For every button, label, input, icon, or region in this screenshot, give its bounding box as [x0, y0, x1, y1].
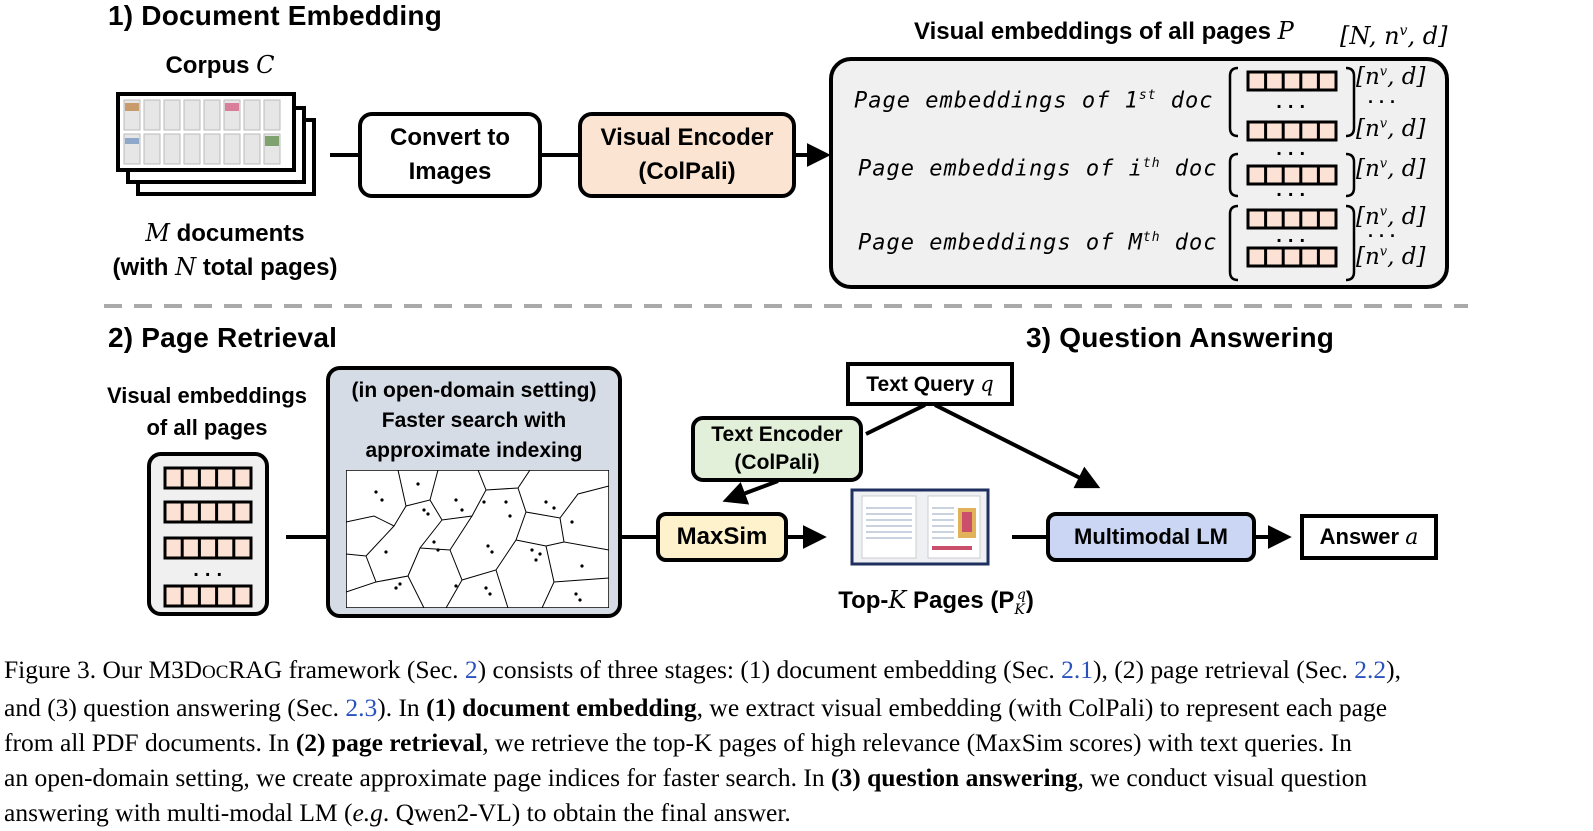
corpus-label: Corpus C	[165, 51, 275, 79]
embedding-vector	[163, 466, 253, 490]
embedding-vector	[1246, 164, 1338, 186]
embedding-vector	[163, 500, 253, 524]
documents-label: M documents	[145, 219, 305, 247]
section2-title: 2) Page Retrieval	[108, 322, 338, 353]
caption-line-5: answering with multi-modal LM (e.g. Qwen…	[4, 798, 791, 827]
embedding-vector	[163, 584, 253, 608]
svg-text:· · ·: · · ·	[1276, 97, 1305, 116]
page-embeddings-row-m-label: Page embeddings of Mth doc	[858, 230, 1218, 256]
top-k-pages-label: Top-K Pages (PKq)	[838, 586, 1034, 618]
text-encoder-box: Text Encoder(ColPali)	[691, 416, 863, 482]
caption-line-1: Figure 3. Our M3DOCRAG framework (Sec. 2…	[4, 655, 1402, 684]
multimodal-lm-box: Multimodal LM	[1046, 512, 1256, 562]
dim-ellipsis-1: · · ·	[1368, 92, 1396, 112]
visual-embeddings-title: Visual embeddings of all pages P	[914, 17, 1294, 45]
page-embeddings-row-i-label: Page embeddings of ith doc	[858, 156, 1218, 182]
page-embeddings-panel	[829, 57, 1449, 289]
svg-text:· · ·: · · ·	[1276, 144, 1305, 163]
embedding-vectors-diagram: · · · · · · · · · · · ·	[1228, 66, 1356, 282]
caption-line-3: from all PDF documents. In (2) page retr…	[4, 728, 1352, 757]
embedding-vector	[1246, 70, 1338, 92]
figure-caption: Figure 3. Our M3DOCRAG framework (Sec. 2…	[4, 652, 1589, 830]
all-pages-embeddings-vectors: · · ·	[163, 466, 253, 608]
maxsim-box: MaxSim	[656, 512, 788, 562]
visual-embeddings-shape: [N, nv, d]	[1340, 22, 1448, 50]
dim-label-1: [nv, d]	[1356, 64, 1426, 90]
total-pages-label: (with N total pages)	[112, 253, 338, 281]
embedding-vector	[1246, 208, 1338, 230]
embedding-vector	[1246, 246, 1338, 268]
dim-label-5: [nv, d]	[1356, 244, 1426, 270]
document-stack-icon	[116, 92, 316, 196]
dim-label-2: [nv, d]	[1356, 116, 1426, 142]
top-k-pages-thumbnail	[850, 488, 990, 566]
text-query-box: Text Query q	[846, 362, 1014, 406]
embedding-vector	[163, 536, 253, 560]
answer-box: Answer a	[1300, 514, 1438, 560]
visual-encoder-box: Visual Encoder(ColPali)	[578, 112, 796, 198]
section1-title: 1) Document Embedding	[108, 0, 442, 31]
svg-text:· · ·: · · ·	[1276, 185, 1305, 204]
svg-text:· · ·: · · ·	[193, 565, 222, 584]
dim-ellipsis-2: · · ·	[1368, 226, 1396, 246]
dim-label-3: [nv, d]	[1356, 156, 1426, 182]
embedding-vector	[1246, 120, 1338, 142]
caption-line-2: and (3) question answering (Sec. 2.3). I…	[4, 693, 1388, 722]
svg-text:· · ·: · · ·	[1276, 231, 1305, 250]
approximate-index-label: (in open-domain setting) Faster search w…	[351, 379, 597, 462]
section3-title: 3) Question Answering	[1026, 322, 1335, 353]
dim-label-4: [nv, d]	[1356, 204, 1426, 230]
voronoi-index-diagram	[346, 470, 609, 608]
page-embeddings-row-1-label: Page embeddings of 1st doc	[854, 88, 1214, 114]
caption-line-4: an open-domain setting, we create approx…	[4, 763, 1368, 792]
